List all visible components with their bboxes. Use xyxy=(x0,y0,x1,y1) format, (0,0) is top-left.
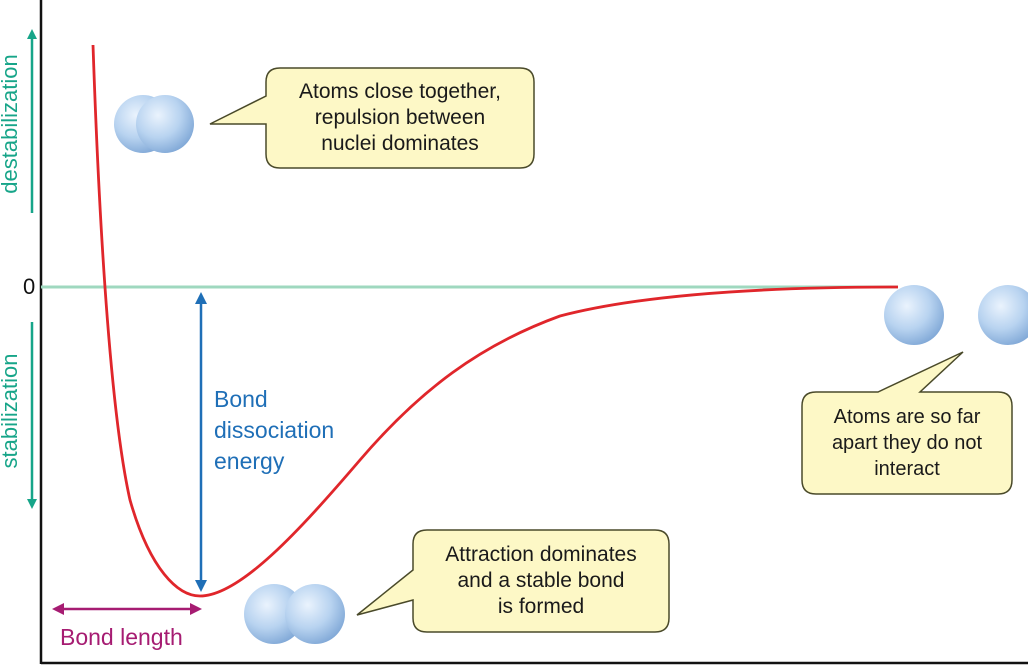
destabilization-label: destabilization xyxy=(0,54,22,193)
bond-dissociation-line-2: dissociation xyxy=(214,417,335,443)
callout-far-text: Atoms are so far apart they do not inter… xyxy=(802,404,1012,482)
atoms-overlapping-top xyxy=(114,95,194,153)
bond-length-label: Bond length xyxy=(60,624,183,650)
callout-close-text: Atoms close together, repulsion between … xyxy=(266,79,534,157)
callout-close-line-3: nuclei dominates xyxy=(321,132,479,155)
bond-dissociation-label: Bond dissociation energy xyxy=(214,384,334,477)
bond-dissociation-line-1: Bond xyxy=(214,386,268,412)
callout-close-line-1: Atoms close together, xyxy=(299,80,501,103)
callout-bond-line-1: Attraction dominates xyxy=(445,543,637,566)
callout-far-bubble xyxy=(801,351,1013,495)
callout-close-line-2: repulsion between xyxy=(314,106,486,129)
atoms-bonded xyxy=(244,584,345,644)
zero-label: 0 xyxy=(23,274,36,299)
stabilization-label: stabilization xyxy=(0,354,22,469)
callout-bond-line-2: and a stable bond xyxy=(457,569,625,592)
potential-energy-curve xyxy=(91,44,899,598)
callout-bond-bubble xyxy=(356,529,670,633)
atoms-separated xyxy=(884,285,1028,345)
callout-bond-line-3: is formed xyxy=(497,595,585,618)
callout-far-line-2: apart they do not xyxy=(831,432,983,454)
bond-dissociation-line-3: energy xyxy=(214,448,285,474)
callout-far-line-1: Atoms are so far xyxy=(833,406,981,428)
callout-far-line-3: interact xyxy=(874,458,940,480)
callout-bond-text: Attraction dominates and a stable bond i… xyxy=(413,542,669,620)
callout-close-bubble xyxy=(209,67,535,169)
